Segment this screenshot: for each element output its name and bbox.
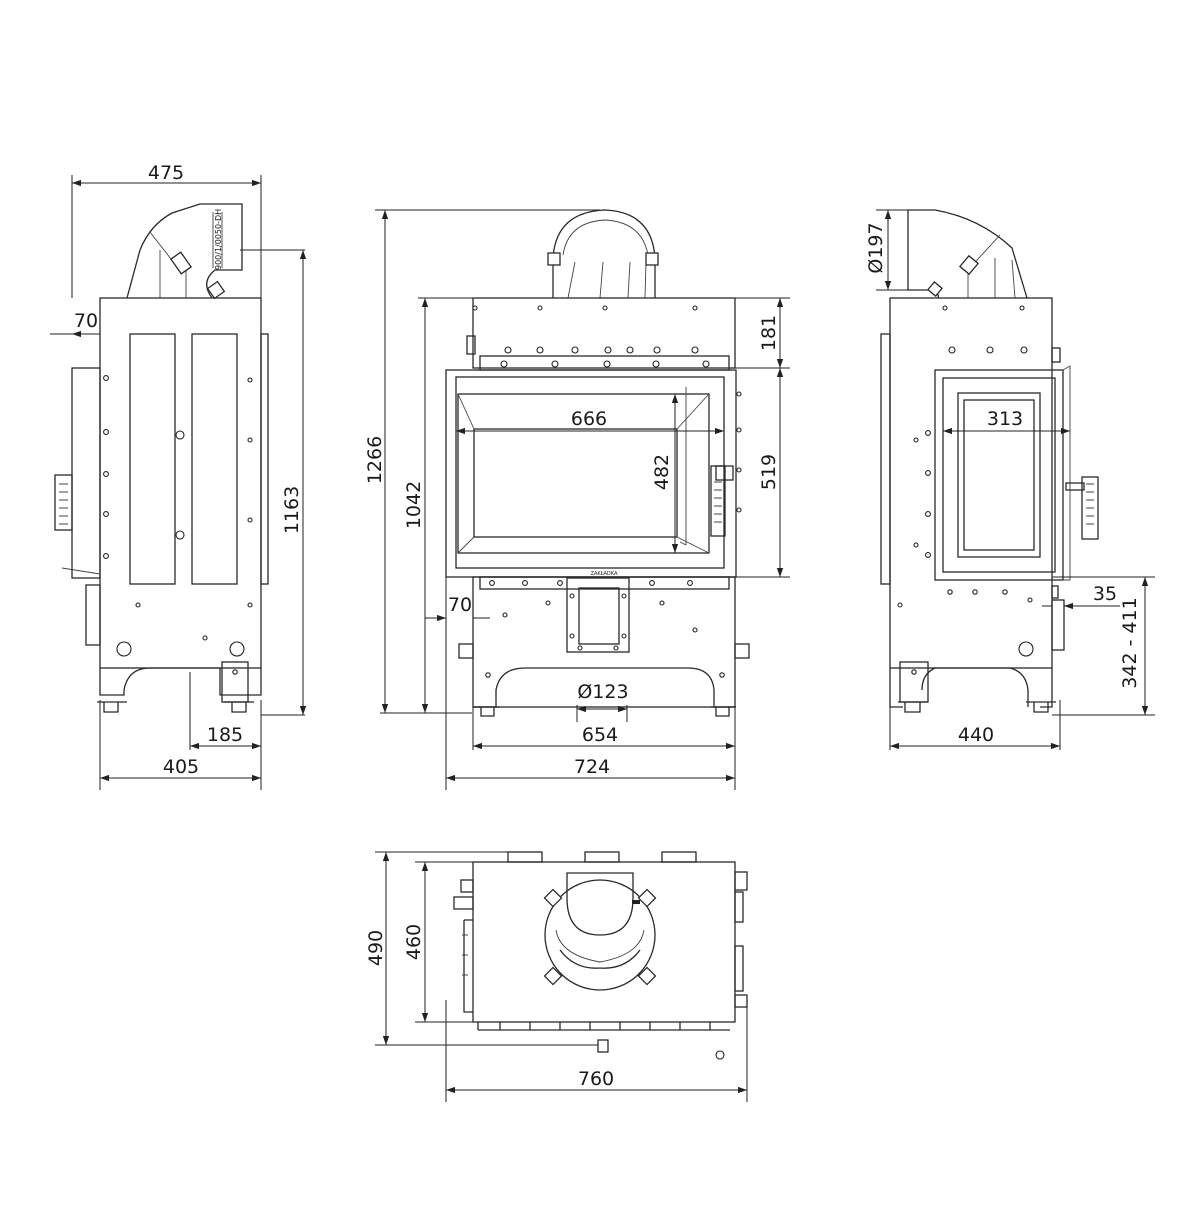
dim-313: 313 [987,408,1023,430]
dim-482: 482 [651,454,673,490]
dim-760: 760 [578,1068,614,1090]
dim-o197: Ø197 [865,222,887,273]
dim-440: 440 [958,724,994,746]
dim-519: 519 [758,454,780,490]
front-view: ZAKŁADKA 1266 1042 181 519 666 482 [364,209,790,790]
top-view: 490 460 760 [365,851,748,1102]
dim-460: 460 [403,924,425,960]
dim-70-left: 70 [74,310,98,332]
dim-70-front: 70 [448,594,472,616]
outlet-label: 900/1/0050-DH [214,209,223,270]
dim-405: 405 [163,756,199,778]
dim-724: 724 [574,756,610,778]
dim-490: 490 [365,930,387,966]
dim-185: 185 [207,724,243,746]
dim-35: 35 [1093,583,1117,605]
side-view-left: 900/1/0050-DH 475 [50,162,307,790]
dim-654: 654 [582,724,618,746]
dim-o123: Ø123 [577,681,628,703]
plate-label: ZAKŁADKA [591,571,618,577]
dim-666: 666 [571,408,607,430]
side-view-right: Ø197 313 35 342 - 411 440 [865,209,1155,750]
dim-475: 475 [148,162,184,184]
dim-1042: 1042 [403,481,425,529]
dim-181: 181 [758,315,780,351]
dim-1163: 1163 [281,486,303,534]
dim-342-411: 342 - 411 [1119,597,1141,688]
dim-1266: 1266 [364,436,386,484]
